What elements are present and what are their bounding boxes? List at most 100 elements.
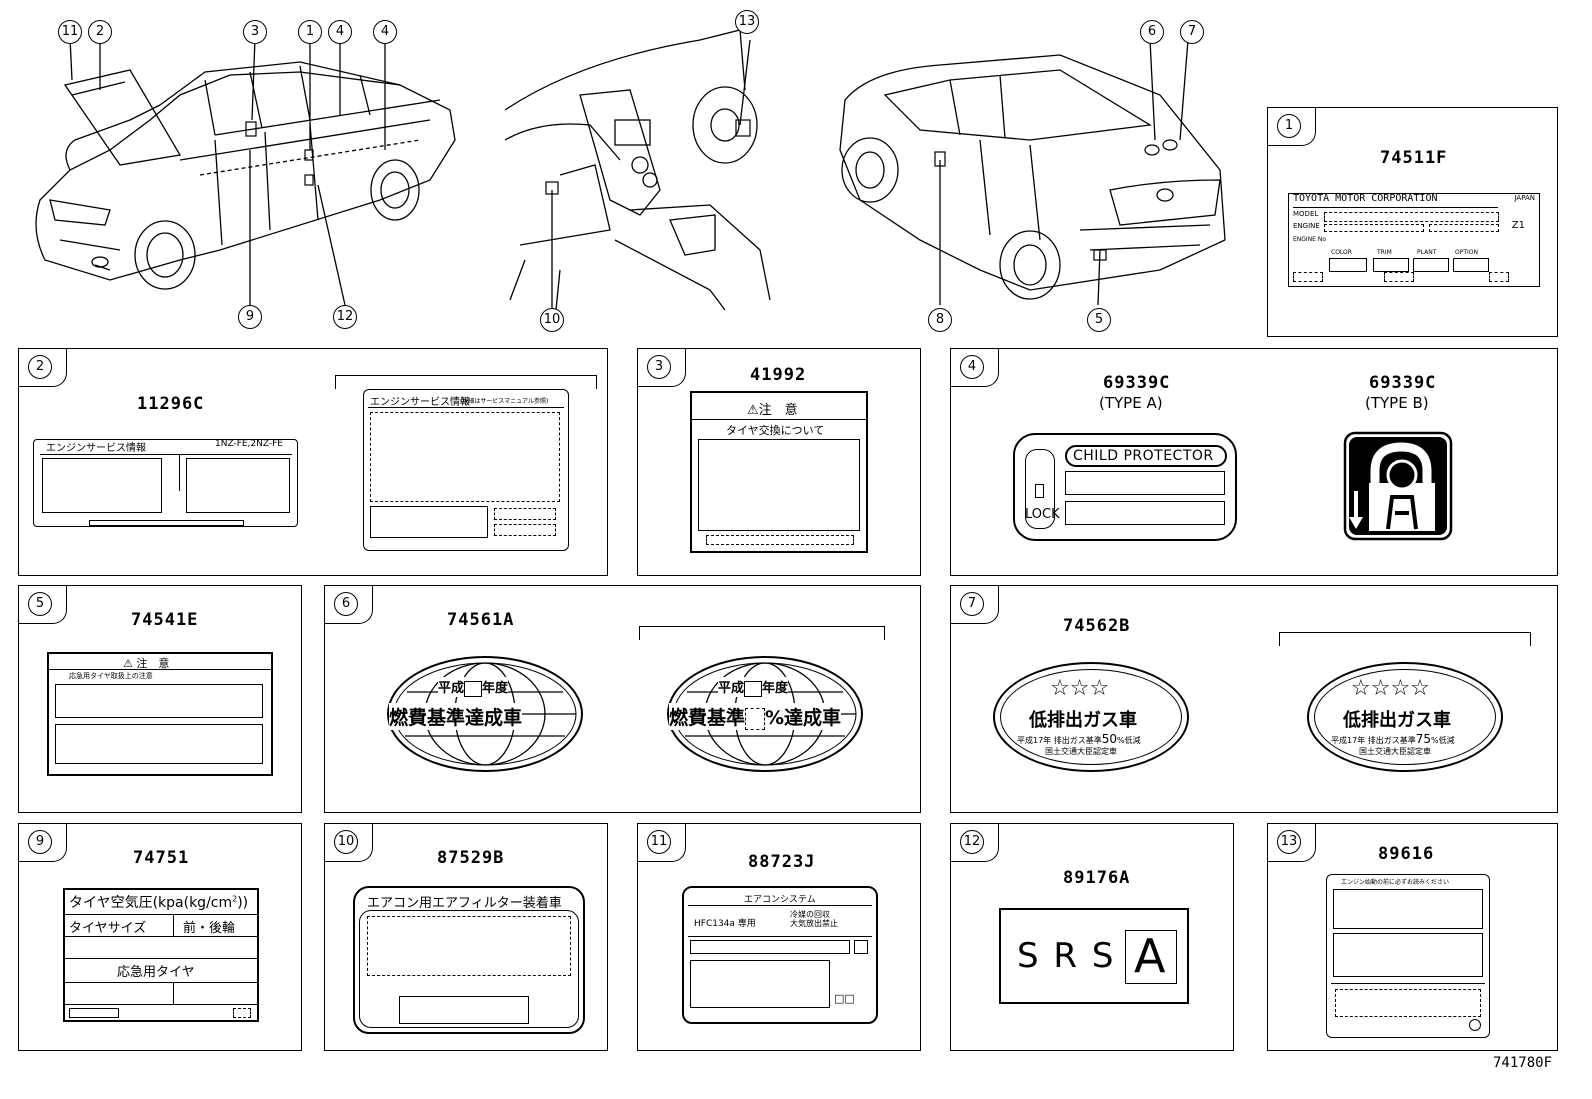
part-number: 74562B <box>1063 616 1131 636</box>
stars-4: ☆☆☆☆ <box>1351 676 1430 701</box>
panel-number: 2 <box>28 355 52 379</box>
spare-tire-caution-label: ⚠ 注 意 応急用タイヤ取扱上の注意 <box>47 652 273 776</box>
symbol-boxes: □□ <box>834 992 855 1005</box>
callout-3: 3 <box>243 20 267 44</box>
panel-number: 7 <box>960 592 984 616</box>
vehicle-id-label: TOYOTA MOTOR CORPORATION JAPAN MODEL ENG… <box>1288 193 1540 287</box>
panel-3: 3 41992 ⚠注 意 タイヤ交換について <box>637 348 921 576</box>
part-number: 74561A <box>447 610 515 630</box>
panel-number: 10 <box>334 830 358 854</box>
caution-title: 注 意 <box>758 403 798 418</box>
panel-5: 5 74541E ⚠ 注 意 応急用タイヤ取扱上の注意 <box>18 585 302 813</box>
stars-3: ☆☆☆ <box>1050 676 1110 701</box>
child-protector-label-a: LOCK CHILD PROTECTOR <box>1013 433 1237 541</box>
alt-small: (詳細はサービスマニュアル参照) <box>460 398 549 405</box>
ac-title: エアコンシステム <box>744 895 816 905</box>
callout-9: 9 <box>238 305 262 329</box>
heisei: 平成 <box>438 681 465 696</box>
maker-name: TOYOTA MOTOR CORPORATION <box>1293 193 1438 204</box>
low-emission-label-a: ☆☆☆ 低排出ガス車 平成17年 排出ガス基準50%低減 国土交通大臣認定車 <box>993 662 1189 772</box>
trim-label: TRIM <box>1377 249 1392 256</box>
callout-7: 7 <box>1180 20 1204 44</box>
engine-no-label: ENGINE No <box>1293 236 1327 243</box>
panel-2: 2 11296C エンジンサービス情報 1NZ-FE,2NZ-FE エンジンサー… <box>18 348 608 576</box>
model-label: MODEL <box>1293 210 1319 218</box>
tire-change-caution-label: ⚠注 意 タイヤ交換について <box>690 391 868 553</box>
part-number-type-a: 69339C <box>1103 373 1171 393</box>
air-filter-label: エアコン用エアフィルター装着車 <box>353 886 585 1034</box>
panel-number: 9 <box>28 830 52 854</box>
reduction-percent-b: 75 <box>1415 732 1432 746</box>
low-emission-main-b: 低排出ガス車 <box>1343 710 1451 731</box>
panel-7: 7 74562B ☆☆☆ 低排出ガス車 平成17年 排出ガス基準50%低減 国土… <box>950 585 1558 813</box>
part-number: 88723J <box>748 852 816 872</box>
callout-6: 6 <box>1140 20 1164 44</box>
engine-service-label: エンジンサービス情報 1NZ-FE,2NZ-FE <box>33 439 298 527</box>
panel-11: 11 88723J エアコンシステム HFC134a 専用 冷媒の回収 大気放出… <box>637 823 921 1051</box>
tire-pressure-title: タイヤ空気圧(kpa(kg/cm <box>69 895 233 911</box>
engine-label: ENGINE <box>1293 222 1320 230</box>
callout-8: 8 <box>928 308 952 332</box>
fuel-economy-main: 燃費基準達成車 <box>389 703 523 730</box>
emission-standard-text: 平成17年 排出ガス基準 <box>1017 736 1102 745</box>
instruction-title: エンジン始動の前に必ずお読みください <box>1341 879 1450 886</box>
option-label: OPTION <box>1455 249 1478 256</box>
part-number: 87529B <box>437 848 505 868</box>
panel-10: 10 87529B エアコン用エアフィルター装着車 <box>324 823 608 1051</box>
panel-number: 3 <box>647 355 671 379</box>
part-number: 89176A <box>1063 868 1131 888</box>
ac-system-label: エアコンシステム HFC134a 専用 冷媒の回収 大気放出禁止 □□ <box>682 886 878 1024</box>
panel-12: 12 89176A S R S A <box>950 823 1234 1051</box>
part-number: 74751 <box>133 848 190 868</box>
plant-label: PLANT <box>1417 249 1437 256</box>
hfc-text: HFC134a 専用 <box>694 919 756 929</box>
refrigerant-text: 冷媒の回収 大気放出禁止 <box>790 910 838 928</box>
z1-label: Z1 <box>1511 220 1525 231</box>
country: JAPAN <box>1514 194 1535 202</box>
engine-codes: 1NZ-FE,2NZ-FE <box>214 439 283 449</box>
srs-airbag-label: S R S A <box>999 908 1189 1004</box>
panel-number: 4 <box>960 355 984 379</box>
reduction-suffix-b: %低減 <box>1431 736 1455 745</box>
callout-12: 12 <box>333 305 357 329</box>
panel-number: 12 <box>960 830 984 854</box>
srs-text: S R S <box>1017 936 1116 976</box>
part-number: 89616 <box>1378 844 1435 864</box>
lock-switch-icon <box>1025 449 1055 529</box>
low-emission-main: 低排出ガス車 <box>1029 710 1137 731</box>
callout-4b: 4 <box>373 20 397 44</box>
srs-type-a: A <box>1134 929 1166 983</box>
title-end: )) <box>237 895 249 911</box>
certification-text-b: 国土交通大臣認定車 <box>1359 747 1431 756</box>
low-emission-label-b: ☆☆☆☆ 低排出ガス車 平成17年 排出ガス基準75%低減 国土交通大臣認定車 <box>1307 662 1503 772</box>
callout-2: 2 <box>88 20 112 44</box>
panel-1: 1 74511F TOYOTA MOTOR CORPORATION JAPAN … <box>1267 107 1558 337</box>
emission-standard-text-b: 平成17年 排出ガス基準 <box>1331 736 1416 745</box>
front-rear-header: 前・後輪 <box>183 921 236 936</box>
fuel-alt-b: %達成車 <box>765 707 842 729</box>
callout-1: 1 <box>298 20 322 44</box>
caution-title: 注 意 <box>136 657 170 670</box>
panel-number: 11 <box>647 830 671 854</box>
callout-13: 13 <box>735 10 759 34</box>
tire-size-header: タイヤサイズ <box>69 921 147 936</box>
heisei-b: 平成 <box>718 681 745 696</box>
spare-tire-header: 応急用タイヤ <box>117 965 195 980</box>
alt-title: エンジンサービス情報 <box>370 397 470 408</box>
callout-4: 4 <box>328 20 352 44</box>
panel-number: 1 <box>1277 114 1301 138</box>
callout-10: 10 <box>540 308 564 332</box>
title-superscript: 2 <box>232 894 238 904</box>
reduction-percent: 50 <box>1101 732 1118 746</box>
part-number-type-b: 69339C <box>1369 373 1437 393</box>
type-a-caption: (TYPE A) <box>1099 394 1163 412</box>
color-label: COLOR <box>1331 249 1352 256</box>
part-number: 11296C <box>137 394 205 414</box>
tire-pressure-label: タイヤ空気圧(kpa(kg/cm2)) タイヤサイズ 前・後輪 応急用タイヤ <box>63 888 259 1022</box>
engine-start-instruction-label: エンジン始動の前に必ずお読みください <box>1326 874 1490 1038</box>
part-number: 41992 <box>750 365 807 385</box>
panel-6: 6 74561A 平成年度 燃費基準達成車 平成年度 燃費基準%達成車 <box>324 585 921 813</box>
reduction-suffix: %低減 <box>1117 736 1141 745</box>
fuel-alt-a: 燃費基準 <box>669 707 746 729</box>
lock-text: LOCK <box>1025 507 1060 522</box>
